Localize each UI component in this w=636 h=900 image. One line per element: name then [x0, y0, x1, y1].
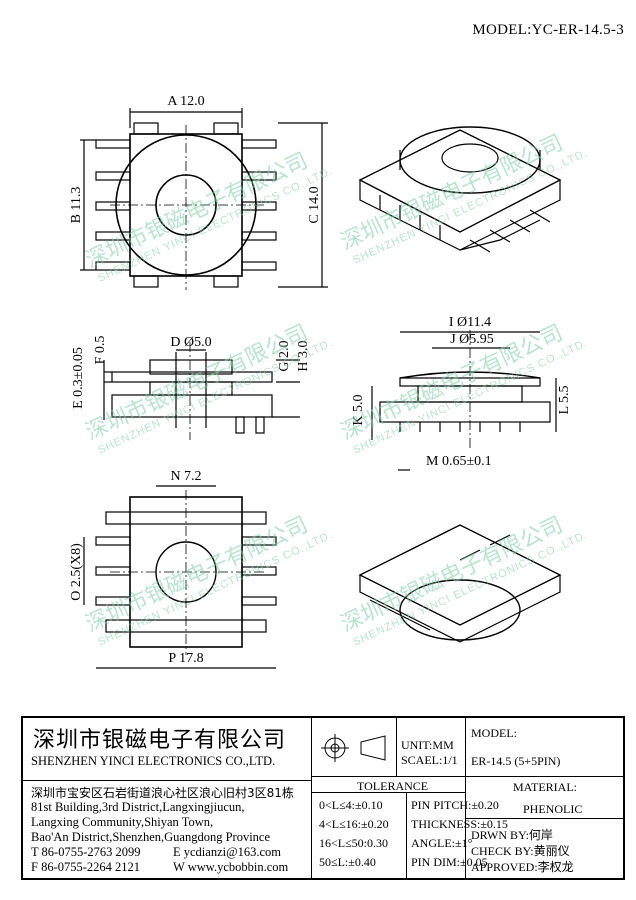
company-name-en: SHENZHEN YINCI ELECTRONICS CO.,LTD. — [31, 754, 276, 768]
watermark-en-4: SHENZHEN YINCI ELECTRONICS CO.,LTD. — [351, 337, 590, 457]
bottom-view — [83, 485, 277, 669]
dim-c-label: C 14.0 — [307, 186, 322, 223]
watermark-cn-2: 深圳市银磁电子有限公司 — [337, 130, 567, 255]
dim-l-label: L 5.5 — [557, 385, 572, 414]
tolerance-row-4: 50≤L:±0.40 — [319, 855, 376, 869]
pin-angle: ANGLE:±1° — [411, 836, 473, 850]
engineering-drawing: A 12.0 B 11.3 C 14.0 D Ø5.0 E 0.3±0.05 F… — [69, 94, 590, 669]
top-view — [80, 108, 328, 290]
dim-h-label: H 3.0 — [296, 340, 311, 371]
website: W www.ycbobbin.com — [173, 860, 289, 874]
material-value: PHENOLIC — [523, 802, 583, 816]
dim-m-label: M 0.65±0.1 — [426, 454, 492, 469]
dim-p-label: P 17.8 — [168, 651, 203, 666]
checked-by: CHECK BY:黄丽仪 — [471, 844, 570, 858]
tolerance-row-3: 16<L≤50:0.30 — [319, 836, 389, 850]
watermark-en-3: SHENZHEN YINCI ELECTRONICS CO.,LTD. — [96, 337, 335, 457]
dim-i-label: I Ø11.4 — [449, 315, 491, 330]
title-block: 深圳市银磁电子有限公司 SHENZHEN YINCI ELECTRONICS C… — [21, 716, 625, 880]
watermark-en-5: SHENZHEN YINCI ELECTRONICS CO.,LTD. — [96, 529, 335, 649]
address-line-2: 81st Building,3rd District,Langxingjiucu… — [31, 800, 245, 814]
approved-by: APPROVED:李权龙 — [471, 860, 574, 874]
dim-g-label: G 2.0 — [277, 340, 292, 371]
fax: F 86-0755-2264 2121 — [31, 860, 141, 874]
material-label: MATERIAL: — [513, 780, 577, 794]
isometric-top-view — [358, 126, 562, 253]
telephone: T 86-0755-2763 2099 — [31, 845, 141, 859]
watermark-en-2: SHENZHEN YINCI ELECTRONICS CO.,LTD. — [351, 147, 590, 267]
address-line-4: Bao'An District,Shenzhen,Guangdong Provi… — [31, 830, 271, 844]
dim-n-label: N 7.2 — [170, 469, 201, 484]
address-line-3: Langxing Community,Shiyan Town, — [31, 815, 214, 829]
projection-symbol-icon — [321, 734, 386, 762]
dim-e-label: E 0.3±0.05 — [71, 347, 86, 409]
pin-dim: PIN DIM:±0.05 — [411, 855, 488, 869]
model-number-header: MODEL:YC-ER-14.5-3 — [472, 22, 624, 38]
watermark-en-1: SHENZHEN YINCI ELECTRONICS CO.,LTD. — [96, 165, 335, 285]
front-view — [103, 342, 300, 440]
model-label: MODEL: — [471, 726, 517, 740]
model-value: ER-14.5 (5+5PIN) — [471, 754, 561, 768]
drawn-by: DRWN BY:何岸 — [471, 828, 553, 842]
unit: UNIT:MM — [401, 738, 454, 752]
pin-thickness: THICKNESS:±0.15 — [411, 817, 508, 831]
tolerance-label: TOLERANCE — [357, 779, 429, 793]
watermark: 深圳市银磁电子有限公司 SHENZHEN YINCI ELECTRONICS C… — [82, 130, 590, 648]
dim-f-label: F 0.5 — [93, 336, 108, 365]
company-name-cn: 深圳市银磁电子有限公司 — [33, 728, 287, 753]
dim-j-label: J Ø5.95 — [450, 332, 494, 347]
dim-b-label: B 11.3 — [69, 187, 84, 224]
dim-d-label: D Ø5.0 — [170, 335, 211, 350]
side-view — [371, 330, 557, 471]
dim-a-label: A 12.0 — [167, 94, 204, 109]
isometric-bottom-view — [358, 524, 562, 643]
email: E ycdianzi@163.com — [173, 845, 282, 859]
scale: SCAEL:1/1 — [401, 753, 458, 767]
tolerance-row-1: 0<L≤4:±0.10 — [319, 798, 383, 812]
tolerance-row-2: 4<L≤16:±0.20 — [319, 817, 389, 831]
watermark-cn-6: 深圳市银磁电子有限公司 — [337, 512, 567, 637]
address-line-1: 深圳市宝安区石岩街道浪心社区浪心旧村3区81栋 — [31, 786, 294, 800]
dim-o-label: O 2.5(X8) — [69, 543, 84, 601]
pin-pitch: PIN PITCH:±0.20 — [411, 798, 499, 812]
dim-k-label: K 5.0 — [351, 394, 366, 425]
